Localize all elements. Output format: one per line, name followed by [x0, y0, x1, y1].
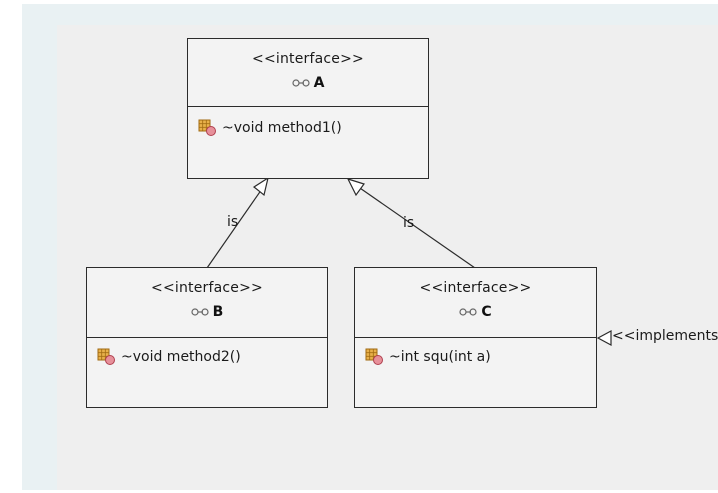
implements-label: <<implements [612, 328, 718, 344]
edge-c-to-a-label: is [403, 215, 415, 231]
interface-b-box[interactable]: <<interface>> B ~void method2() [86, 267, 328, 408]
interface-a-name-row: A [188, 75, 428, 91]
interface-a-stereotype: <<interface>> [252, 51, 364, 67]
interface-link-icon [291, 79, 310, 87]
interface-c-box[interactable]: <<interface>> C ~int squ(int a) [354, 267, 597, 408]
method-grid-icon [198, 119, 216, 136]
interface-a-box[interactable]: <<interface>> A ~void method1() [187, 38, 429, 179]
interface-link-icon [191, 308, 209, 316]
interface-b-name-row: B [87, 304, 327, 320]
interface-a-method-text: ~void method1() [222, 120, 342, 136]
interface-c-header: <<interface>> C [355, 268, 596, 338]
interface-c-stereotype: <<interface>> [419, 280, 532, 296]
interface-b-method[interactable]: ~void method2() [97, 348, 241, 366]
interface-b-method-text: ~void method2() [121, 349, 241, 365]
interface-b-name: B [212, 304, 224, 320]
interface-a-name: A [313, 75, 325, 91]
edge-b-to-a-label: is [227, 214, 239, 230]
method-grid-icon [97, 348, 115, 365]
interface-c-name-row: C [355, 304, 596, 320]
interface-b-stereotype: <<interface>> [151, 280, 263, 296]
interface-c-method[interactable]: ~int squ(int a) [365, 348, 491, 366]
interface-b-header: <<interface>> B [87, 268, 327, 338]
interface-a-header: <<interface>> A [188, 39, 428, 107]
interface-c-name: C [481, 304, 492, 320]
interface-c-method-text: ~int squ(int a) [389, 349, 491, 365]
interface-link-icon [459, 308, 477, 316]
method-grid-icon [365, 348, 383, 365]
interface-a-method[interactable]: ~void method1() [198, 119, 342, 137]
